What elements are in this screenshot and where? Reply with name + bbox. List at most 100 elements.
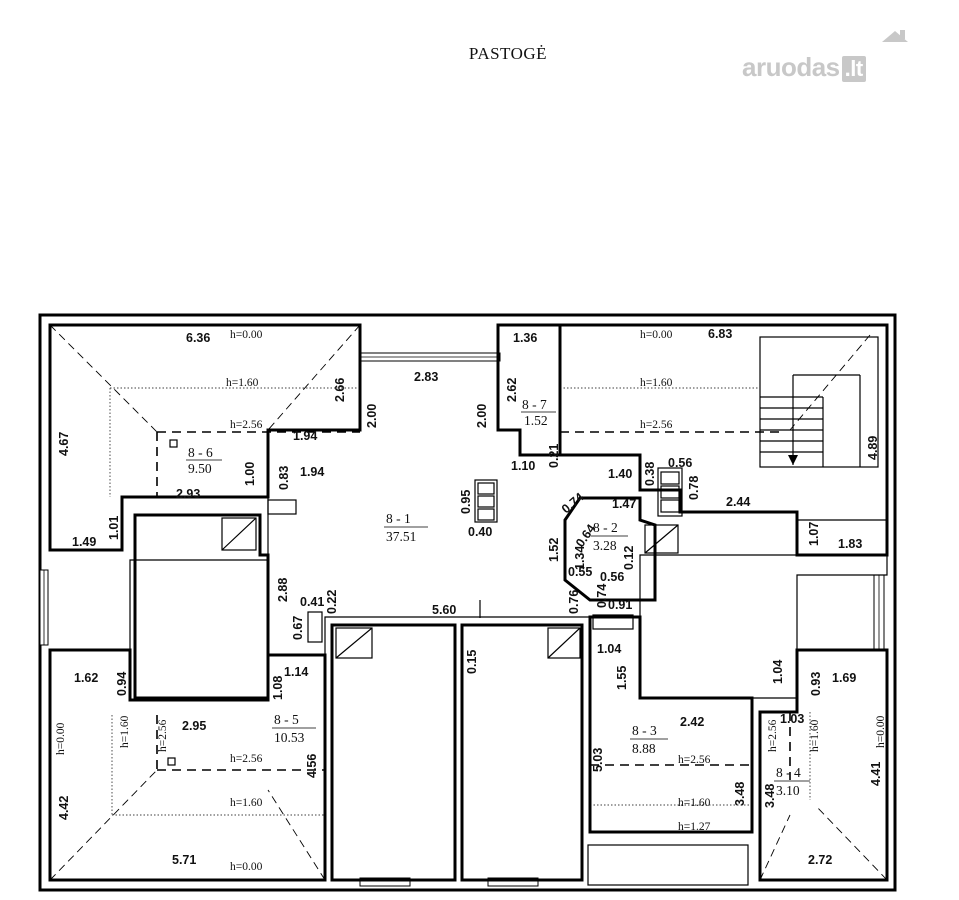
height-labels: h=0.00 h=1.60 h=2.56 h=0.00 h=1.60 h=2.5… bbox=[55, 329, 887, 873]
dimension-label: 2.88 bbox=[276, 578, 290, 602]
dimension-label: 1.36 bbox=[513, 331, 537, 345]
dimension-label: 0.56 bbox=[668, 456, 692, 470]
dimension-label: 1.40 bbox=[608, 467, 632, 481]
aruodas-logo: aruodas.lt bbox=[742, 52, 866, 83]
room-area-8-1: 37.51 bbox=[386, 529, 416, 544]
height-label: h=2.56 bbox=[640, 419, 673, 431]
room-label-8-2: 8 - 2 bbox=[593, 520, 618, 535]
dimension-label: 0.78 bbox=[687, 476, 701, 500]
height-label: h=0.00 bbox=[55, 722, 67, 755]
dimension-label: 0.74 bbox=[595, 584, 609, 608]
height-label: h=2.56 bbox=[678, 754, 711, 766]
room-8-1 bbox=[129, 479, 591, 701]
left-wall-block bbox=[133, 513, 270, 700]
dimension-label: 2.00 bbox=[475, 404, 489, 428]
dimension-label: 5.03 bbox=[591, 748, 605, 772]
room-area-8-4: 3.10 bbox=[776, 783, 800, 798]
dimension-label: 4.67 bbox=[57, 432, 71, 456]
dimension-label: 1.69 bbox=[832, 671, 856, 685]
room-label-8-4: 8 - 4 bbox=[776, 765, 801, 780]
room-label-8-6: 8 - 6 bbox=[188, 445, 213, 460]
dimension-labels: 6.36 2.66 2.83 2.00 2.00 1.36 2.62 6.83 … bbox=[57, 327, 883, 867]
dimension-label: 2.44 bbox=[726, 495, 750, 509]
room-area-8-6: 9.50 bbox=[188, 461, 212, 476]
dimension-label: 0.55 bbox=[568, 565, 592, 579]
dimension-label: 1.47 bbox=[612, 497, 636, 511]
height-label: h=1.60 bbox=[678, 797, 711, 809]
dimension-label: 2.66 bbox=[333, 378, 347, 402]
dimension-label: 1.55 bbox=[615, 666, 629, 690]
dimension-label: 0.67 bbox=[291, 616, 305, 640]
dimension-label: 1.10 bbox=[511, 459, 535, 473]
room-label-8-3: 8 - 3 bbox=[632, 723, 657, 738]
dimension-label: 0.83 bbox=[277, 466, 291, 490]
dimension-label: 0.74 bbox=[559, 490, 587, 516]
dimension-label: 2.00 bbox=[365, 404, 379, 428]
plan-title: PASTOGĖ bbox=[468, 44, 548, 63]
house-chimney-icon bbox=[882, 30, 908, 42]
room-label-8-7: 8 - 7 bbox=[522, 397, 547, 412]
height-label: h=1.60 bbox=[640, 377, 673, 389]
dimension-label: 0.15 bbox=[465, 650, 479, 674]
dimension-label: 4.89 bbox=[866, 436, 880, 460]
dimension-label: 0.95 bbox=[459, 490, 473, 514]
dimension-label: 1.07 bbox=[807, 522, 821, 546]
dimension-label: 0.22 bbox=[325, 590, 339, 614]
dimension-label: 3.48 bbox=[733, 782, 747, 806]
dimension-label: 1.94 bbox=[293, 429, 317, 443]
dimension-label: 4.56 bbox=[305, 754, 319, 778]
height-label: h=1.60 bbox=[226, 377, 259, 389]
room-labels: 8 - 6 9.50 8 - 7 1.52 8 - 1 37.51 8 - 2 … bbox=[186, 397, 810, 798]
dimension-label: 1.08 bbox=[271, 676, 285, 700]
dimension-label: 1.83 bbox=[838, 537, 862, 551]
dimension-label: 1.34 bbox=[573, 546, 587, 570]
dimension-label: 0.93 bbox=[809, 672, 823, 696]
height-label: h=1.60 bbox=[230, 797, 263, 809]
room-area-8-5: 10.53 bbox=[274, 730, 305, 745]
dimension-label: 2.93 bbox=[176, 487, 200, 501]
dimension-label: 1.03 bbox=[780, 712, 804, 726]
room-8-3 bbox=[587, 615, 754, 886]
height-label: h=0.00 bbox=[230, 861, 263, 873]
dimension-label: 1.01 bbox=[107, 516, 121, 540]
room-area-8-2: 3.28 bbox=[593, 538, 617, 553]
room-area-8-3: 8.88 bbox=[632, 741, 656, 756]
height-label: h=0.00 bbox=[640, 329, 673, 341]
dimension-label: 1.00 bbox=[243, 462, 257, 486]
height-label: h=1.27 bbox=[678, 821, 711, 833]
room-area-8-7: 1.52 bbox=[524, 413, 548, 428]
dimension-label: 4.42 bbox=[57, 796, 71, 820]
room-label-8-1: 8 - 1 bbox=[386, 511, 411, 526]
dimension-label: 4.41 bbox=[869, 762, 883, 786]
logo-text: aruodas bbox=[742, 52, 840, 82]
dimension-label: 0.40 bbox=[468, 525, 492, 539]
height-label: h=0.00 bbox=[230, 329, 263, 341]
dimension-label: 1.62 bbox=[74, 671, 98, 685]
dimension-label: 1.52 bbox=[547, 538, 561, 562]
dimension-label: 1.94 bbox=[300, 465, 324, 479]
room-top-right bbox=[558, 323, 889, 557]
room-8-2 bbox=[563, 467, 683, 630]
height-label: h=2.56 bbox=[157, 719, 169, 752]
height-label: h=0.00 bbox=[875, 715, 887, 748]
dimension-label: 5.60 bbox=[432, 603, 456, 617]
dimension-label: 1.04 bbox=[771, 660, 785, 684]
dimension-label: 5.71 bbox=[172, 853, 196, 867]
dimension-label: 0.38 bbox=[643, 462, 657, 486]
dimension-label: 0.76 bbox=[567, 590, 581, 614]
logo-suffix: .lt bbox=[841, 56, 866, 82]
dimension-label: 2.95 bbox=[182, 719, 206, 733]
dimension-label: 1.49 bbox=[72, 535, 96, 549]
dimension-label: 2.42 bbox=[680, 715, 704, 729]
height-label: h=1.60 bbox=[809, 719, 821, 752]
dimension-label: 0.56 bbox=[600, 570, 624, 584]
dimension-label: 0.94 bbox=[115, 672, 129, 696]
dimension-label: 1.04 bbox=[597, 642, 621, 656]
dimension-label: 0.91 bbox=[608, 598, 632, 612]
room-label-8-5: 8 - 5 bbox=[274, 712, 299, 727]
outer-walls bbox=[38, 313, 897, 892]
height-label: h=2.56 bbox=[230, 419, 263, 431]
dimension-label: 2.83 bbox=[414, 370, 438, 384]
dimension-label: 3.48 bbox=[763, 784, 777, 808]
